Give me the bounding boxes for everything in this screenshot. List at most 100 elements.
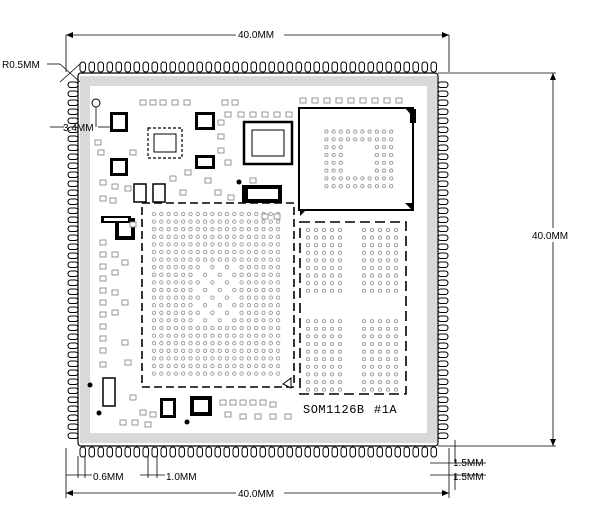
emmc-ball (361, 265, 367, 271)
soc-ball (275, 348, 281, 353)
soc-ball (239, 356, 244, 361)
ram-ball (381, 137, 387, 142)
ram-ball (353, 184, 358, 189)
left-pad (67, 306, 79, 313)
soc-ball (268, 333, 273, 338)
soc-ball (181, 272, 186, 277)
soc-ball (188, 287, 193, 293)
passive-part (97, 149, 105, 156)
soc-ball (188, 227, 193, 232)
passive-part (99, 335, 107, 342)
soc-ball (246, 227, 252, 232)
soc-ball (166, 234, 171, 239)
soc-ball (217, 325, 222, 331)
emmc-ball (369, 227, 375, 233)
emmc-ball (313, 319, 319, 324)
right-pad (437, 288, 449, 295)
passive-part (171, 99, 179, 106)
emmc-ball (385, 341, 391, 347)
soc-ball (210, 257, 215, 262)
passive-part (99, 195, 107, 202)
emmc-ball (377, 243, 383, 248)
soc-ball (181, 242, 186, 247)
emmc-ball (337, 288, 343, 293)
right-pad (437, 342, 449, 349)
ram-ball (324, 168, 329, 173)
soc-ball (151, 257, 157, 262)
soc-ball (261, 295, 266, 300)
bottom-pad (160, 446, 167, 458)
ram-ball (324, 152, 329, 158)
emmc-ball (377, 288, 383, 293)
pad-ring (80, 76, 437, 443)
emmc-ball (377, 372, 383, 377)
soc-ball (261, 272, 266, 277)
passive-part (273, 111, 281, 118)
top-width-label: 40.0MM (238, 30, 274, 41)
soc-ball (246, 287, 252, 293)
diode-b (152, 183, 166, 203)
passive-part (371, 97, 379, 104)
right-pad (437, 243, 449, 250)
passive-part (99, 251, 107, 258)
right-pad (437, 225, 449, 232)
left-pad (67, 378, 79, 385)
top-pad (340, 61, 347, 73)
soc-ball (275, 356, 281, 361)
soc-ball (173, 242, 179, 247)
right-pad (437, 261, 449, 268)
soc-ball (224, 242, 230, 247)
emmc-ball (337, 273, 343, 278)
top-pad (79, 61, 86, 73)
soc-ball (166, 348, 171, 353)
bottom-pad (250, 446, 257, 458)
soc-ball (254, 265, 259, 270)
emmc-ball (377, 341, 383, 347)
soc-ball (202, 371, 208, 376)
soc-ball (166, 287, 171, 293)
soc-ball (159, 257, 164, 262)
soc-ball (246, 219, 252, 224)
emmc-ball (361, 357, 367, 362)
right-pad (437, 234, 449, 241)
emmc-ball (361, 387, 367, 392)
emmc-ball (385, 364, 391, 369)
emmc-ball (337, 227, 343, 233)
soc-ball (217, 348, 222, 353)
soc-ball (195, 295, 200, 300)
soc-ball (275, 227, 281, 232)
soc-ball (232, 356, 237, 361)
emmc-ball (361, 326, 367, 331)
emmc-ball (313, 334, 319, 339)
soc-ball (239, 318, 244, 323)
bottom-pad (79, 446, 86, 458)
soc-ball (275, 295, 281, 300)
emmc-ball (313, 372, 319, 377)
bottom-pad (178, 446, 185, 458)
bottom-pad (232, 446, 239, 458)
emmc-ball (377, 250, 383, 255)
soc-ball (181, 341, 186, 346)
top-pad (394, 61, 401, 73)
emmc-ball (329, 288, 335, 293)
soc-ball (232, 211, 237, 217)
soc-ball (254, 303, 259, 308)
top-pad (214, 61, 221, 73)
soc-ball (275, 371, 281, 376)
right-pad (437, 135, 449, 142)
ram-ball (367, 137, 372, 142)
passive-part (347, 97, 355, 104)
emmc-ball (337, 243, 343, 248)
soc-ball (210, 348, 215, 353)
soc-ball (188, 272, 193, 277)
right-pad (437, 351, 449, 358)
emmc-ball (369, 364, 375, 369)
top-pad (250, 61, 257, 73)
emmc-ball (321, 288, 327, 293)
diode-a (133, 183, 147, 203)
soc-ball (254, 257, 259, 262)
soc-ball (254, 227, 259, 232)
soc-ball (275, 318, 281, 323)
emmc-ball (361, 334, 367, 339)
soc-ball (151, 295, 157, 300)
